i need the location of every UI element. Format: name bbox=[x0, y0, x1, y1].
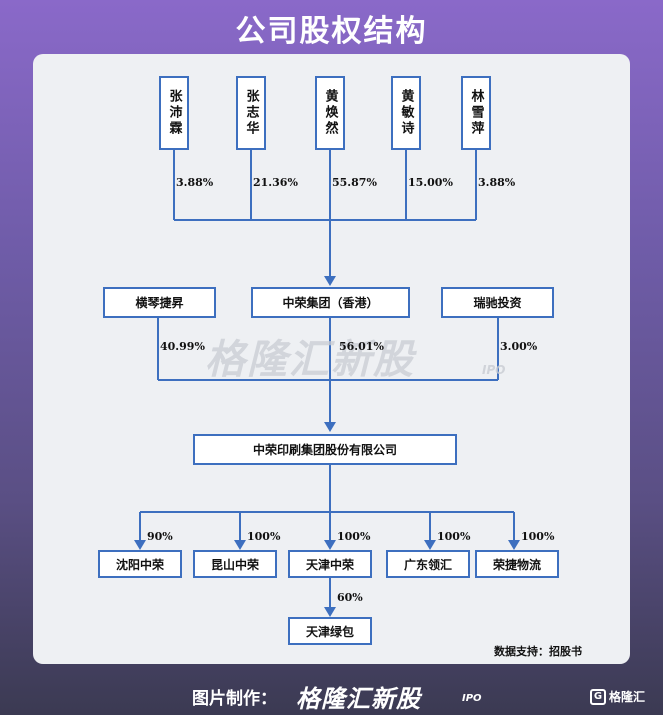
corner-logo-text: 格隆汇 bbox=[609, 690, 646, 704]
sub-box-kunshan: 昆山中荣 bbox=[193, 550, 277, 578]
sub-pct-5: 100% bbox=[521, 530, 555, 543]
arrow-sub4 bbox=[424, 540, 436, 550]
shareholder-pct-3: 55.87% bbox=[332, 176, 377, 189]
footer-brand-sub: IPO bbox=[462, 693, 482, 704]
footer-label: 图片制作： bbox=[192, 689, 277, 709]
entity-box-hengqin: 横琴捷昇 bbox=[103, 287, 216, 318]
shareholder-pct-4: 15.00% bbox=[408, 176, 453, 189]
shareholder-pct-2: 21.36% bbox=[253, 176, 298, 189]
shareholder-box-4: 黄敏诗 bbox=[391, 76, 421, 150]
shareholder-box-5: 林雪萍 bbox=[461, 76, 491, 150]
sub-box-rongjie: 荣捷物流 bbox=[475, 550, 559, 578]
page-title: 公司股权结构 bbox=[235, 14, 428, 49]
company-box: 中荣印刷集团股份有限公司 bbox=[193, 434, 457, 465]
shareholder-box-3: 黄焕然 bbox=[315, 76, 345, 150]
arrow-to-company bbox=[324, 422, 336, 432]
sub-pct-3: 100% bbox=[337, 530, 371, 543]
arrow-to-group bbox=[324, 276, 336, 286]
sub-pct-4: 100% bbox=[437, 530, 471, 543]
shareholder-pct-1: 3.88% bbox=[176, 176, 214, 189]
arrow-grandchild bbox=[324, 607, 336, 617]
watermark-text: 格隆汇新股 bbox=[205, 337, 415, 383]
sub-box-tianjin: 天津中荣 bbox=[288, 550, 372, 578]
corner-logo: G 格隆汇 bbox=[590, 688, 645, 705]
arrow-sub1 bbox=[134, 540, 146, 550]
grandchild-box: 天津绿包 bbox=[288, 617, 372, 645]
shareholder-box-1: 张沛霖 bbox=[159, 76, 189, 150]
grandchild-pct: 60% bbox=[337, 591, 363, 604]
source-note: 数据支持：招股书 bbox=[494, 645, 582, 658]
entity-pct-zhongrong-hk: 56.01% bbox=[339, 340, 384, 353]
footer-brand: 格隆汇新股 bbox=[296, 685, 421, 713]
sub-box-guangdong: 广东领汇 bbox=[386, 550, 470, 578]
arrow-sub5 bbox=[508, 540, 520, 550]
entity-box-zhongrong-hk: 中荣集团（香港） bbox=[251, 287, 410, 318]
sub-pct-1: 90% bbox=[147, 530, 173, 543]
gelonghui-logo-icon: G bbox=[590, 688, 606, 705]
watermark-sub: IPO bbox=[482, 363, 506, 377]
entity-pct-ruichi: 3.00% bbox=[500, 340, 538, 353]
entity-box-ruichi: 瑞驰投资 bbox=[441, 287, 554, 318]
sub-pct-2: 100% bbox=[247, 530, 281, 543]
entity-pct-hengqin: 40.99% bbox=[160, 340, 205, 353]
sub-box-shenyang: 沈阳中荣 bbox=[98, 550, 182, 578]
shareholder-box-2: 张志华 bbox=[236, 76, 266, 150]
shareholder-pct-5: 3.88% bbox=[478, 176, 516, 189]
arrow-sub3 bbox=[324, 540, 336, 550]
arrow-sub2 bbox=[234, 540, 246, 550]
